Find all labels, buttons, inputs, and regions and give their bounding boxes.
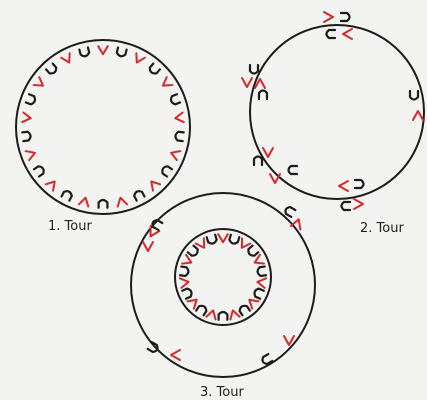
tour-1-ring xyxy=(16,40,190,214)
u-mark xyxy=(196,304,208,315)
u-mark xyxy=(151,219,162,230)
tour-2-diagram: 2. Tour xyxy=(242,12,424,236)
u-mark xyxy=(342,202,351,210)
u-mark xyxy=(229,235,240,245)
v-mark xyxy=(228,309,239,319)
v-mark xyxy=(291,218,303,230)
u-mark xyxy=(62,190,73,201)
u-mark xyxy=(161,165,172,177)
u-mark xyxy=(22,131,31,141)
v-mark xyxy=(180,277,189,288)
tour-1-label: 1. Tour xyxy=(48,219,92,234)
v-mark xyxy=(206,309,217,319)
u-mark xyxy=(188,246,200,258)
u-mark xyxy=(355,180,364,188)
tour-2-label: 2. Tour xyxy=(360,221,404,236)
v-mark xyxy=(148,178,160,190)
u-mark xyxy=(180,267,189,277)
v-mark xyxy=(242,78,252,87)
v-mark xyxy=(79,197,90,207)
u-mark xyxy=(207,235,218,245)
u-mark xyxy=(34,165,45,177)
u-mark xyxy=(79,47,89,57)
u-mark xyxy=(284,206,295,217)
v-mark xyxy=(257,277,266,288)
tour-2-ring xyxy=(250,25,424,199)
v-mark xyxy=(133,53,145,65)
v-mark xyxy=(284,336,294,345)
u-mark xyxy=(253,288,264,299)
v-mark xyxy=(324,12,333,22)
u-mark xyxy=(182,288,193,299)
u-mark xyxy=(116,47,126,57)
v-mark xyxy=(143,242,153,251)
tour-3-diagram: 3. Tour xyxy=(131,193,315,400)
v-mark xyxy=(26,148,37,160)
u-mark xyxy=(259,91,267,100)
v-mark xyxy=(171,350,180,360)
v-mark xyxy=(218,234,228,242)
v-mark xyxy=(34,77,46,89)
tour-1-diagram: 1. Tour xyxy=(16,40,190,234)
tour-1-marks xyxy=(22,46,184,208)
u-mark xyxy=(170,94,180,105)
v-mark xyxy=(22,112,31,122)
u-mark xyxy=(257,267,266,277)
v-mark xyxy=(98,46,108,54)
u-mark xyxy=(99,200,108,208)
v-mark xyxy=(343,29,352,39)
u-mark xyxy=(133,190,144,201)
u-mark xyxy=(341,13,350,21)
tour-2-marks xyxy=(242,12,423,210)
v-mark xyxy=(175,112,184,122)
u-mark xyxy=(148,342,159,353)
v-mark xyxy=(339,181,348,191)
v-mark xyxy=(61,53,73,65)
u-mark xyxy=(250,65,258,74)
v-mark xyxy=(160,77,172,89)
v-mark xyxy=(263,148,273,157)
u-mark xyxy=(254,157,262,166)
u-mark xyxy=(175,131,184,141)
v-mark xyxy=(116,197,127,207)
u-mark xyxy=(26,94,36,105)
v-mark xyxy=(169,148,180,160)
v-mark xyxy=(270,174,280,183)
u-mark xyxy=(247,246,259,258)
tour-3-label: 3. Tour xyxy=(200,385,244,400)
v-mark xyxy=(46,178,58,190)
u-mark xyxy=(219,312,228,320)
u-mark xyxy=(238,304,250,315)
u-mark xyxy=(410,91,418,100)
u-mark xyxy=(148,64,160,76)
v-mark xyxy=(354,199,363,209)
u-mark xyxy=(289,166,298,174)
v-mark xyxy=(413,111,423,120)
u-mark xyxy=(327,30,336,38)
u-mark xyxy=(46,64,58,76)
tour-3-inner-ring xyxy=(175,229,271,325)
